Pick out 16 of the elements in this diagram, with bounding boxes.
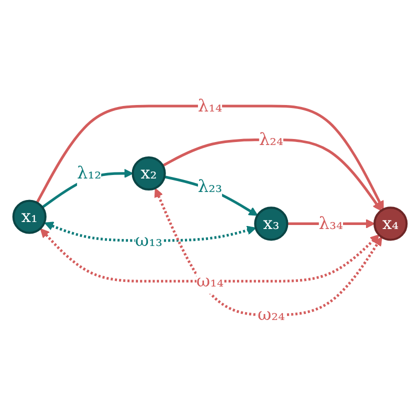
arrow — [44, 221, 256, 242]
arrow — [154, 188, 382, 316]
arrow — [40, 228, 380, 282]
edge-label: λ₂₃ — [198, 176, 222, 196]
arrow — [162, 138, 382, 211]
edge-label: λ₂₄ — [259, 128, 284, 149]
node-circle: x₄ — [373, 206, 408, 240]
edge-label: ω₂₄ — [258, 304, 285, 324]
node-circle: x₃ — [254, 206, 288, 240]
edge-label: λ₁₄ — [198, 95, 222, 116]
node-circle: x₂ — [132, 156, 166, 190]
node-circle: x₁ — [12, 199, 47, 234]
edge-label: ω₁₄ — [196, 270, 224, 290]
edge-label: λ₃₄ — [318, 212, 343, 233]
edge-label: ω₁₃ — [135, 230, 162, 250]
edge-label: λ₁₂ — [77, 162, 102, 182]
